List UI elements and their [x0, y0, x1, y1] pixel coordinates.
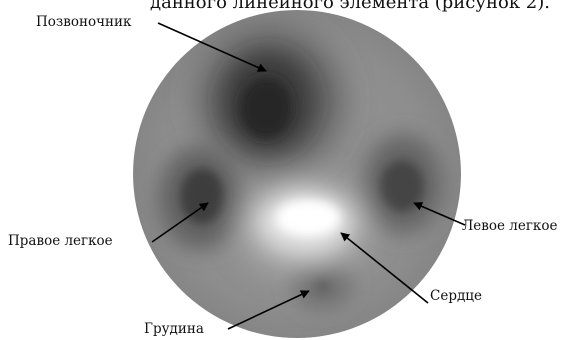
- label-spine: Позвоночник: [36, 14, 132, 30]
- label-heart: Сердце: [430, 288, 482, 304]
- tomography-disc: [127, 4, 467, 340]
- left-lung-region: [363, 134, 443, 234]
- header-text-fragment: данного линейного элемента (рисунок 2).: [150, 0, 550, 13]
- right-lung-region: [158, 146, 242, 250]
- label-left-lung: Левое легкое: [462, 218, 557, 234]
- label-sternum: Грудина: [144, 321, 204, 337]
- heart-region: [242, 182, 366, 270]
- label-right-lung: Правое легкое: [8, 233, 113, 249]
